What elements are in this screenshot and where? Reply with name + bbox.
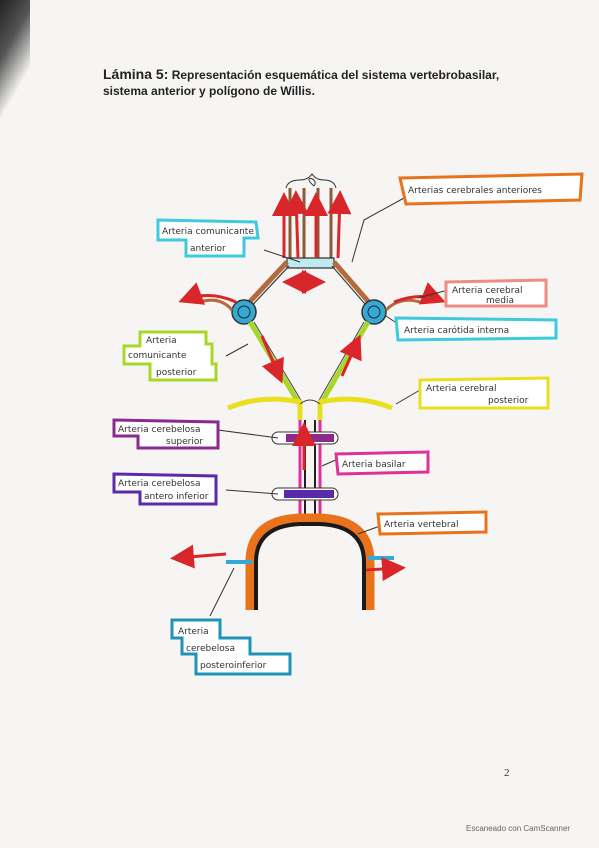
flow-arrows	[170, 190, 446, 582]
label-acp-text-1: Arteria cerebral	[426, 384, 496, 394]
label-acomp-text-2: comunicante	[128, 351, 187, 361]
label-acom-text-2: anterior	[190, 244, 226, 254]
label-acpi-text-3: posteroinferior	[200, 661, 267, 671]
label-acomp-text-1: Arteria	[146, 336, 177, 346]
label-acp: Arteria cerebral posterior	[418, 376, 550, 410]
internal-carotid-left	[231, 299, 257, 325]
posterior-communicating-arteries	[247, 320, 371, 404]
label-acp-text-2: posterior	[488, 396, 529, 406]
posterior-cerebral-arteries	[227, 396, 393, 420]
vertebral-arteries	[245, 513, 375, 610]
title-text: Representación esquemática del sistema v…	[103, 68, 500, 98]
label-acs: Arteria cerebelosa superior	[112, 418, 220, 450]
label-acai-text-1: Arteria cerebelosa	[118, 479, 201, 489]
middle-cerebral-right	[384, 298, 421, 312]
label-acomp-text-3: posterior	[156, 368, 197, 378]
label-vert-text: Arteria vertebral	[384, 520, 459, 530]
label-acomp: Arteria comunicante posterior	[122, 330, 218, 382]
label-acpi-text-1: Arteria	[178, 627, 209, 637]
page-edge-shadow	[0, 0, 30, 120]
label-acai: Arteria cerebelosa antero inferior	[112, 472, 218, 506]
acas-bracket	[285, 173, 337, 189]
label-basilar: Arteria basilar	[334, 450, 430, 476]
label-acpi: Arteria cerebelosa posteroinferior	[170, 618, 292, 676]
label-acas: Arterias cerebrales anteriores	[398, 172, 584, 206]
leader-lines	[209, 197, 449, 617]
label-acpi-text-2: cerebelosa	[186, 644, 235, 654]
title-lead: Lámina 5:	[103, 66, 169, 82]
label-acs-text-1: Arteria cerebelosa	[118, 425, 201, 435]
label-acm-text-1: Arteria cerebral	[452, 286, 522, 296]
label-acom-text-1: Arteria comunicante	[162, 227, 254, 237]
page-title: Lámina 5: Representación esquemática del…	[103, 66, 543, 99]
label-aci: Arteria carótida interna	[394, 316, 558, 342]
label-acas-text: Arterias cerebrales anteriores	[408, 186, 542, 196]
label-basilar-text: Arteria basilar	[342, 460, 406, 470]
internal-carotid-right	[361, 299, 387, 325]
label-acm: Arteria cerebral media	[444, 278, 548, 308]
middle-cerebral-left	[199, 298, 234, 312]
label-vert: Arteria vertebral	[376, 510, 488, 536]
label-acom: Arteria comunicante anterior	[156, 218, 260, 258]
label-acm-text-2: media	[486, 296, 514, 306]
scanner-watermark: Escaneado con CamScanner	[466, 824, 571, 833]
page-number: 2	[504, 767, 510, 779]
label-acs-text-2: superior	[166, 437, 203, 447]
circle-anterior-segment	[242, 260, 376, 313]
label-aci-text: Arteria carótida interna	[404, 325, 509, 336]
label-acai-text-2: antero inferior	[144, 492, 209, 502]
antero-inferior-cerebellar-arteries	[271, 487, 339, 501]
anterior-cerebral-arteries	[286, 178, 335, 269]
